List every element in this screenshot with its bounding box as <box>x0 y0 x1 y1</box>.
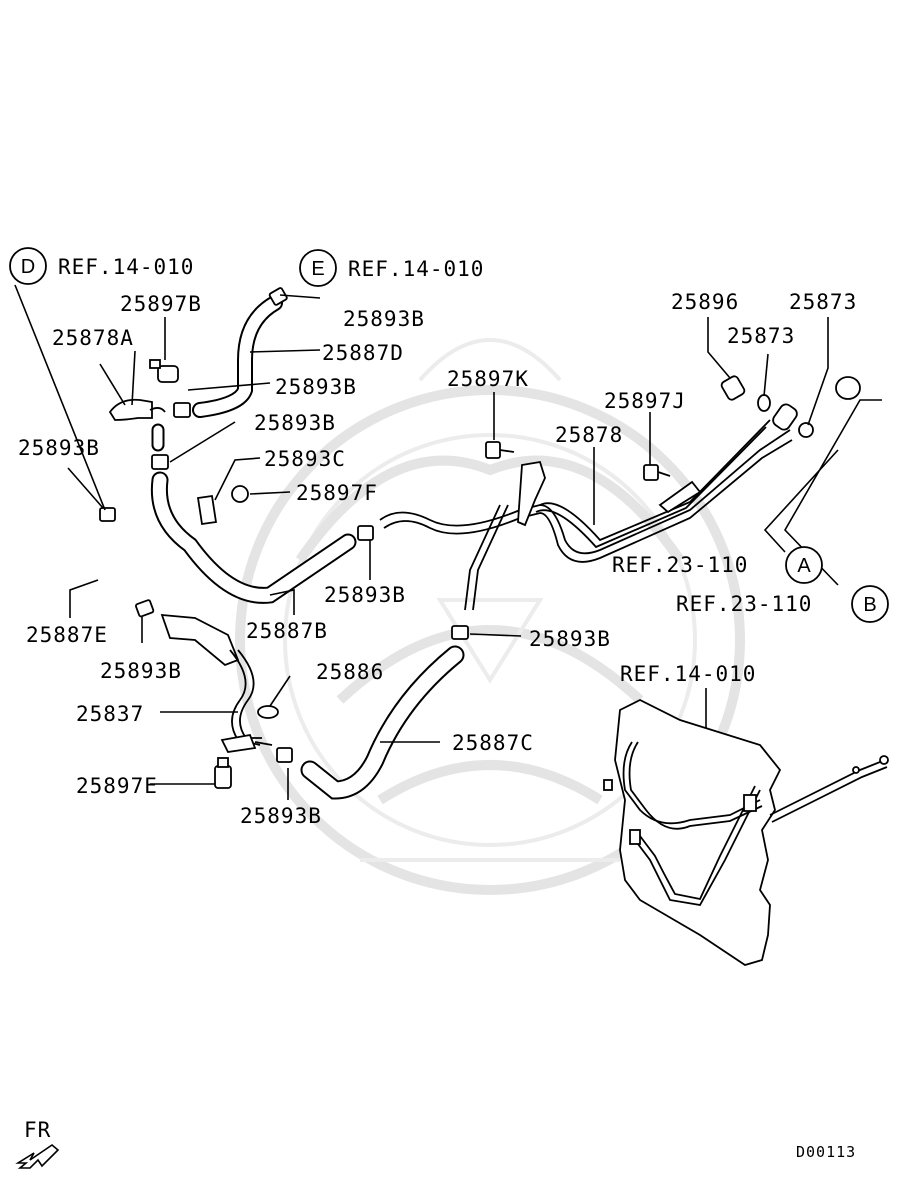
part-label: 25878 <box>555 423 623 447</box>
part-label: 25887D <box>322 341 404 365</box>
ref-label-b: REF.23-110 <box>676 592 812 616</box>
part-label: 25893B <box>343 307 425 331</box>
part-label: 25873 <box>789 290 857 314</box>
part-label: 25893B <box>324 583 406 607</box>
front-orientation-label: FR <box>24 1118 51 1142</box>
part-label: 25897B <box>120 292 202 316</box>
ref-label-a: REF.23-110 <box>612 553 748 577</box>
part-label: 25837 <box>76 702 144 726</box>
part-label: 25896 <box>671 290 739 314</box>
part-label: 25893B <box>529 627 611 651</box>
part-label: 25893B <box>254 411 336 435</box>
part-label: 25878A <box>52 326 134 350</box>
part-label: 25897E <box>76 774 158 798</box>
ref-marker-a <box>785 546 823 584</box>
part-label: 25893B <box>18 436 100 460</box>
part-label: 25893C <box>264 447 346 471</box>
ref-marker-b-letter: B <box>863 594 876 616</box>
part-label: 25897F <box>296 481 378 505</box>
vehicle-inset-icon <box>603 698 889 966</box>
part-label: 25893B <box>100 659 182 683</box>
ref-marker-e-letter: E <box>311 258 324 280</box>
ref-label-inset: REF.14-010 <box>620 662 756 686</box>
part-label: 25893B <box>275 375 357 399</box>
clamp-icon <box>99 287 469 763</box>
part-label: 25886 <box>316 660 384 684</box>
part-label: 25887E <box>26 623 108 647</box>
ref-label-d: REF.14-010 <box>58 255 194 279</box>
part-label: 25897J <box>604 389 686 413</box>
part-label: 25893B <box>240 804 322 828</box>
ref-marker-b <box>851 585 889 623</box>
watermark-emblem-icon <box>235 338 745 895</box>
ref-marker-d-letter: D <box>21 256 35 278</box>
part-label: 25897K <box>447 367 529 391</box>
part-label: 25873 <box>727 324 795 348</box>
ref-label-e: REF.14-010 <box>348 257 484 281</box>
figure-code: D00113 <box>796 1143 856 1161</box>
ref-marker-d <box>9 247 47 285</box>
ref-marker-e <box>299 249 337 287</box>
ref-marker-a-letter: A <box>797 555 811 577</box>
part-label: 25887C <box>452 731 534 755</box>
front-direction-arrow-icon <box>15 1143 60 1169</box>
part-label: 25887B <box>246 619 328 643</box>
